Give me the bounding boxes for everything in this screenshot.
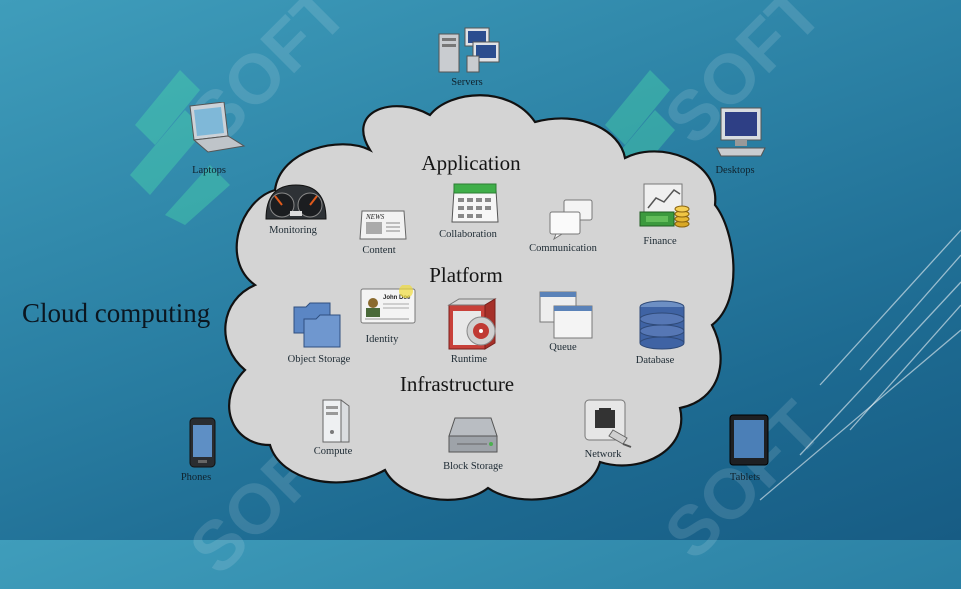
network-label: Network [584,449,622,460]
database-icon [639,300,685,350]
svg-text:John Doe: John Doe [383,295,411,301]
identity-label: Identity [365,334,399,345]
desktops-label: Desktops [715,165,755,176]
folders-icon [293,302,341,348]
infrastructure-heading: Infrastructure [399,372,515,396]
watermark-logo [130,70,230,225]
content-label: Content [362,245,396,256]
phones-label: Phones [180,472,212,483]
block-storage-label: Block Storage [443,461,503,472]
newspaper-icon: NEWS [359,210,407,240]
tablets-label: Tablets [729,472,761,483]
application-heading: Application [421,151,521,175]
speech-bubbles-icon [549,199,593,240]
svg-text:NEWS: NEWS [365,213,385,221]
compute-label: Compute [313,446,353,457]
id-card-icon: John Doe [360,285,416,324]
desktop-icon [716,107,766,157]
communication-label: Communication [529,243,597,254]
decorative-lines [0,0,961,540]
software-box-icon [447,298,497,350]
monitoring-label: Monitoring [269,225,317,236]
queue-label: Queue [549,342,577,353]
windows-stack-icon [539,291,593,339]
cloud-shape [224,94,735,501]
money-chart-icon [639,183,690,228]
dashboard-gauge-icon [265,184,327,220]
servers-icon [438,27,500,73]
server-tower-icon [322,399,350,443]
calendar-icon [451,183,499,223]
finance-label: Finance [643,236,677,247]
tablet-icon [729,414,769,466]
hard-drive-icon [448,417,498,453]
runtime-label: Runtime [450,354,488,365]
laptop-icon [189,102,246,153]
database-label: Database [635,355,675,366]
page-title: Cloud computing [22,298,211,328]
platform-heading: Platform [429,263,503,287]
collaboration-label: Collaboration [439,229,497,240]
object-storage-label: Object Storage [287,354,351,365]
servers-label: Servers [451,77,483,88]
phone-icon [189,417,216,468]
laptops-label: Laptops [192,165,226,176]
network-jack-icon [584,399,632,448]
